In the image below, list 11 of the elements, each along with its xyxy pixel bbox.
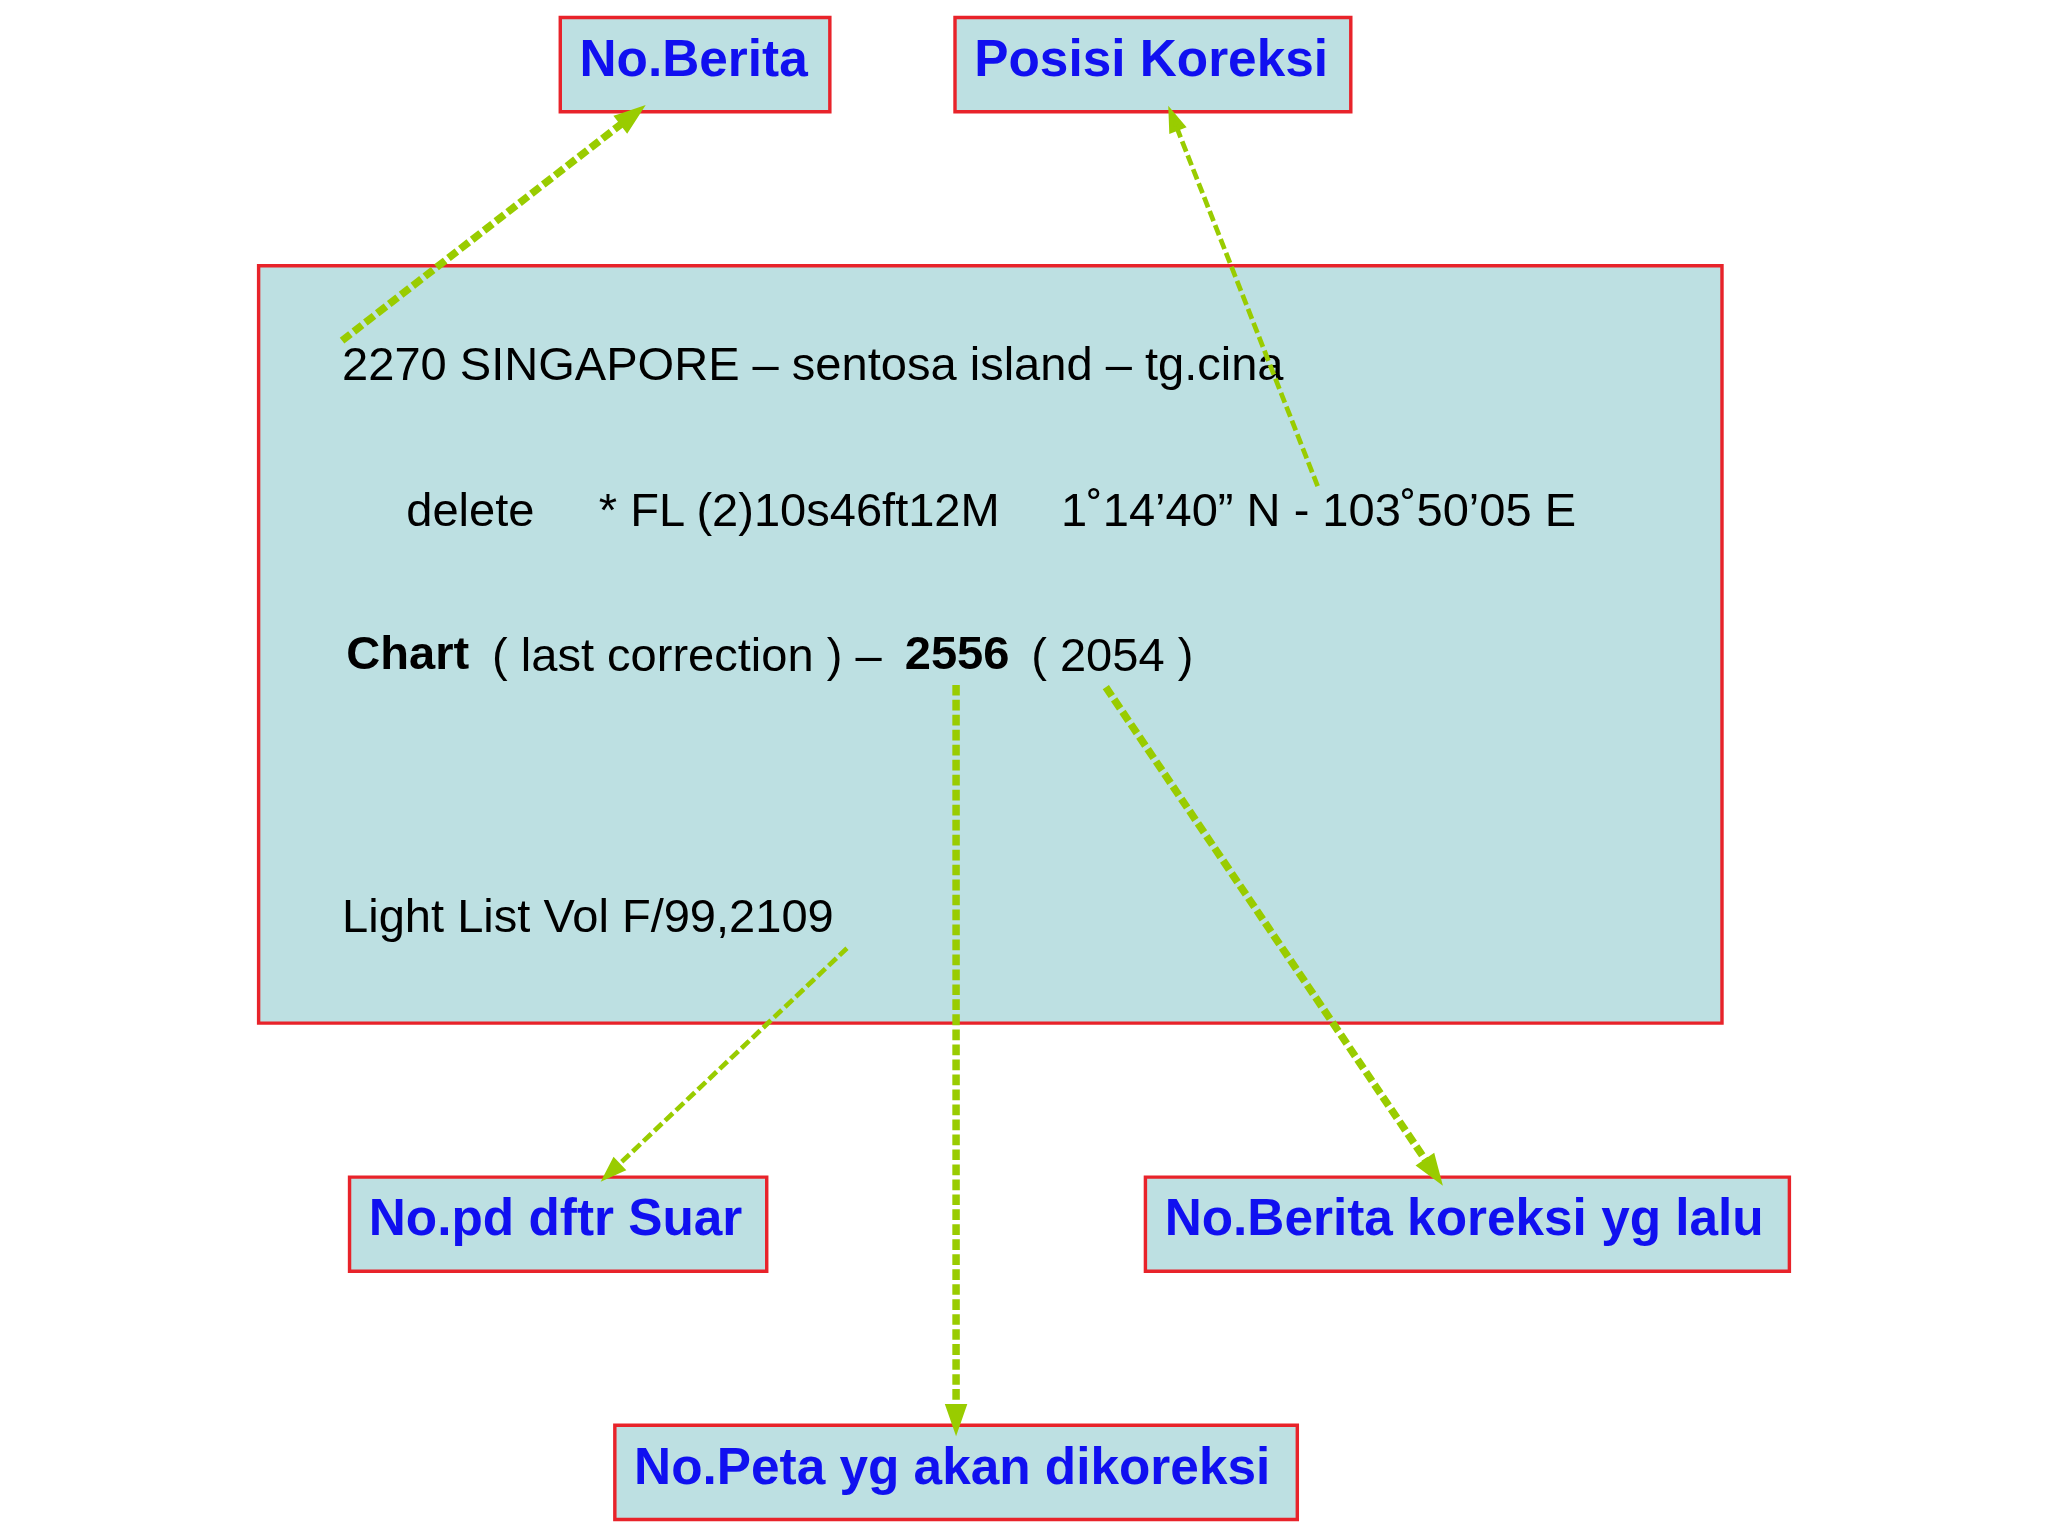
node-box: No.pd dftr Suar [347, 1174, 769, 1273]
arrow [600, 946, 849, 1182]
arrow [339, 104, 646, 344]
arrow [1102, 684, 1443, 1186]
node-box: No.Berita [558, 15, 832, 113]
arrow [1168, 105, 1320, 487]
node-box: 2270 SINGAPORE – sentosa island – tg.cina delete * FL (2)10s46ft12M 1˚14’40” N - 103˚50’05 E Chart ( last correction ) – 2556 ( 2054 ) Light List Vol F/99,2109 [256, 263, 1724, 1025]
node-box: No.Berita koreksi yg lalu [1143, 1174, 1792, 1273]
node-box: No.Peta yg akan dikoreksi [613, 1423, 1299, 1521]
node-box: Posisi Koreksi [953, 15, 1353, 113]
arrow [944, 684, 968, 1436]
